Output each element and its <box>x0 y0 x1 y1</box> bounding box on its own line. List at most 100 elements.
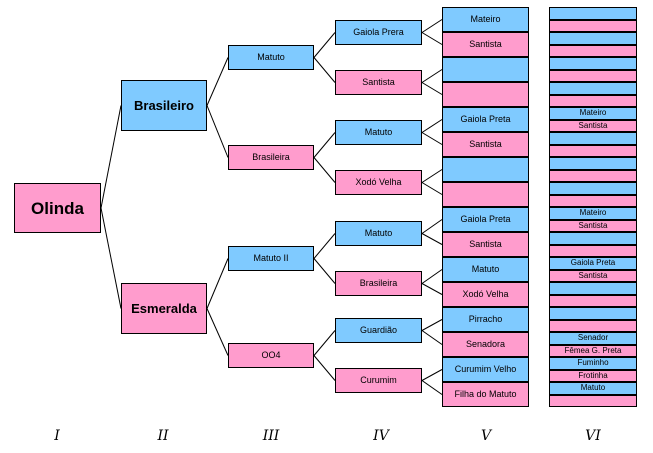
gen6-box <box>549 182 637 195</box>
gen5-box: Mateiro <box>442 7 529 32</box>
gen5-box: Matuto <box>442 257 529 282</box>
gen6-box: Santista <box>549 219 637 232</box>
gen5-box <box>442 57 529 82</box>
link-gen4-gen5 <box>421 369 443 381</box>
gen5-box: Gaiola Preta <box>442 107 529 132</box>
gen6-box: Senador <box>549 332 637 345</box>
gen5-box <box>442 82 529 107</box>
gen6-box <box>549 319 637 332</box>
gen6-box <box>549 94 637 107</box>
gen6-box <box>549 132 637 145</box>
gen6-box <box>549 69 637 82</box>
gen6-box: Frotinha <box>549 369 637 382</box>
link-gen2-gen3 <box>206 258 229 309</box>
gen6-box: Gaiola Preta <box>549 257 637 270</box>
link-gen3-gen4 <box>313 330 336 356</box>
gen6-box <box>549 82 637 95</box>
gen5-box <box>442 182 529 207</box>
link-gen4-gen5 <box>421 82 443 95</box>
gen6-box <box>549 7 637 20</box>
gen6-box <box>549 307 637 320</box>
link-gen4-gen5 <box>421 269 443 284</box>
gen5-box <box>442 157 529 182</box>
gen6-box: Santista <box>549 269 637 282</box>
gen6-box <box>549 282 637 295</box>
gen4-box: Gaiola Prera <box>335 20 422 45</box>
link-gen4-gen5 <box>421 380 443 395</box>
gen6-box <box>549 244 637 257</box>
link-gen4-gen5 <box>421 69 443 83</box>
gen6-box <box>549 169 637 182</box>
link-gen4-gen5 <box>421 19 443 33</box>
link-gen4-gen5 <box>421 119 443 133</box>
gen4-box: Xodó Velha <box>335 170 422 195</box>
gen6-box: Matuto <box>549 382 637 395</box>
gen2-box: Esmeralda <box>121 283 207 334</box>
generation-label: I <box>54 428 60 444</box>
link-gen4-gen5 <box>421 283 443 295</box>
gen5-box: Pirracho <box>442 307 529 332</box>
generation-label: VI <box>585 428 601 444</box>
gen3-box: OO4 <box>228 343 314 368</box>
gen6-box <box>549 232 637 245</box>
gen5-box: Curumim Velho <box>442 357 529 382</box>
gen6-box <box>549 157 637 170</box>
gen6-box <box>549 57 637 70</box>
link-gen3-gen4 <box>313 132 336 158</box>
gen4-box: Guardião <box>335 318 422 343</box>
link-gen3-gen4 <box>313 233 336 259</box>
gen6-box <box>549 194 637 207</box>
link-gen2-gen3 <box>206 308 229 356</box>
gen3-box: Matuto <box>228 45 314 70</box>
gen5-box: Santista <box>442 132 529 157</box>
gen6-box <box>549 394 637 407</box>
gen6-box: Mateiro <box>549 107 637 120</box>
gen6-box: Santista <box>549 119 637 132</box>
gen6-box <box>549 144 637 157</box>
link-gen4-gen5 <box>421 319 443 331</box>
gen6-box <box>549 44 637 57</box>
gen4-box: Curumim <box>335 368 422 393</box>
link-gen4-gen5 <box>421 169 443 183</box>
gen5-box: Xodó Velha <box>442 282 529 307</box>
link-gen3-gen4 <box>313 32 336 58</box>
gen5-box: Senadora <box>442 332 529 357</box>
gen4-box: Matuto <box>335 221 422 246</box>
gen5-box: Filha do Matuto <box>442 382 529 407</box>
link-gen4-gen5 <box>421 219 443 234</box>
gen3-box: Brasileira <box>228 145 314 170</box>
generation-label: II <box>157 428 169 444</box>
gen6-box: Fuminho <box>549 357 637 370</box>
gen2-box: Brasileiro <box>121 80 207 131</box>
link-gen4-gen5 <box>421 330 443 345</box>
link-gen4-gen5 <box>421 132 443 145</box>
link-gen4-gen5 <box>421 32 443 45</box>
gen4-box: Brasileira <box>335 271 422 296</box>
link-gen3-gen4 <box>313 258 336 284</box>
link-gen3-gen4 <box>313 355 336 381</box>
gen6-box <box>549 19 637 32</box>
link-gen2-gen3 <box>206 57 229 106</box>
gen6-box: Fêmea G. Preta <box>549 344 637 357</box>
gen3-box: Matuto II <box>228 246 314 271</box>
gen5-box: Santista <box>442 232 529 257</box>
generation-label: V <box>480 428 492 444</box>
generation-label: III <box>262 428 280 444</box>
link-gen2-gen3 <box>206 105 229 158</box>
gen4-box: Santista <box>335 70 422 95</box>
link-gen1-gen2 <box>100 105 122 209</box>
gen6-box <box>549 294 637 307</box>
gen6-box: Mateiro <box>549 207 637 220</box>
generation-label: IV <box>373 428 389 444</box>
gen5-box: Gaiola Preta <box>442 207 529 232</box>
gen6-box <box>549 32 637 45</box>
link-gen3-gen4 <box>313 157 336 183</box>
link-gen3-gen4 <box>313 57 336 83</box>
root-animal-box: Olinda <box>14 183 101 233</box>
gen5-box: Santista <box>442 32 529 57</box>
link-gen4-gen5 <box>421 233 443 245</box>
link-gen1-gen2 <box>100 207 122 309</box>
link-gen4-gen5 <box>421 182 443 195</box>
